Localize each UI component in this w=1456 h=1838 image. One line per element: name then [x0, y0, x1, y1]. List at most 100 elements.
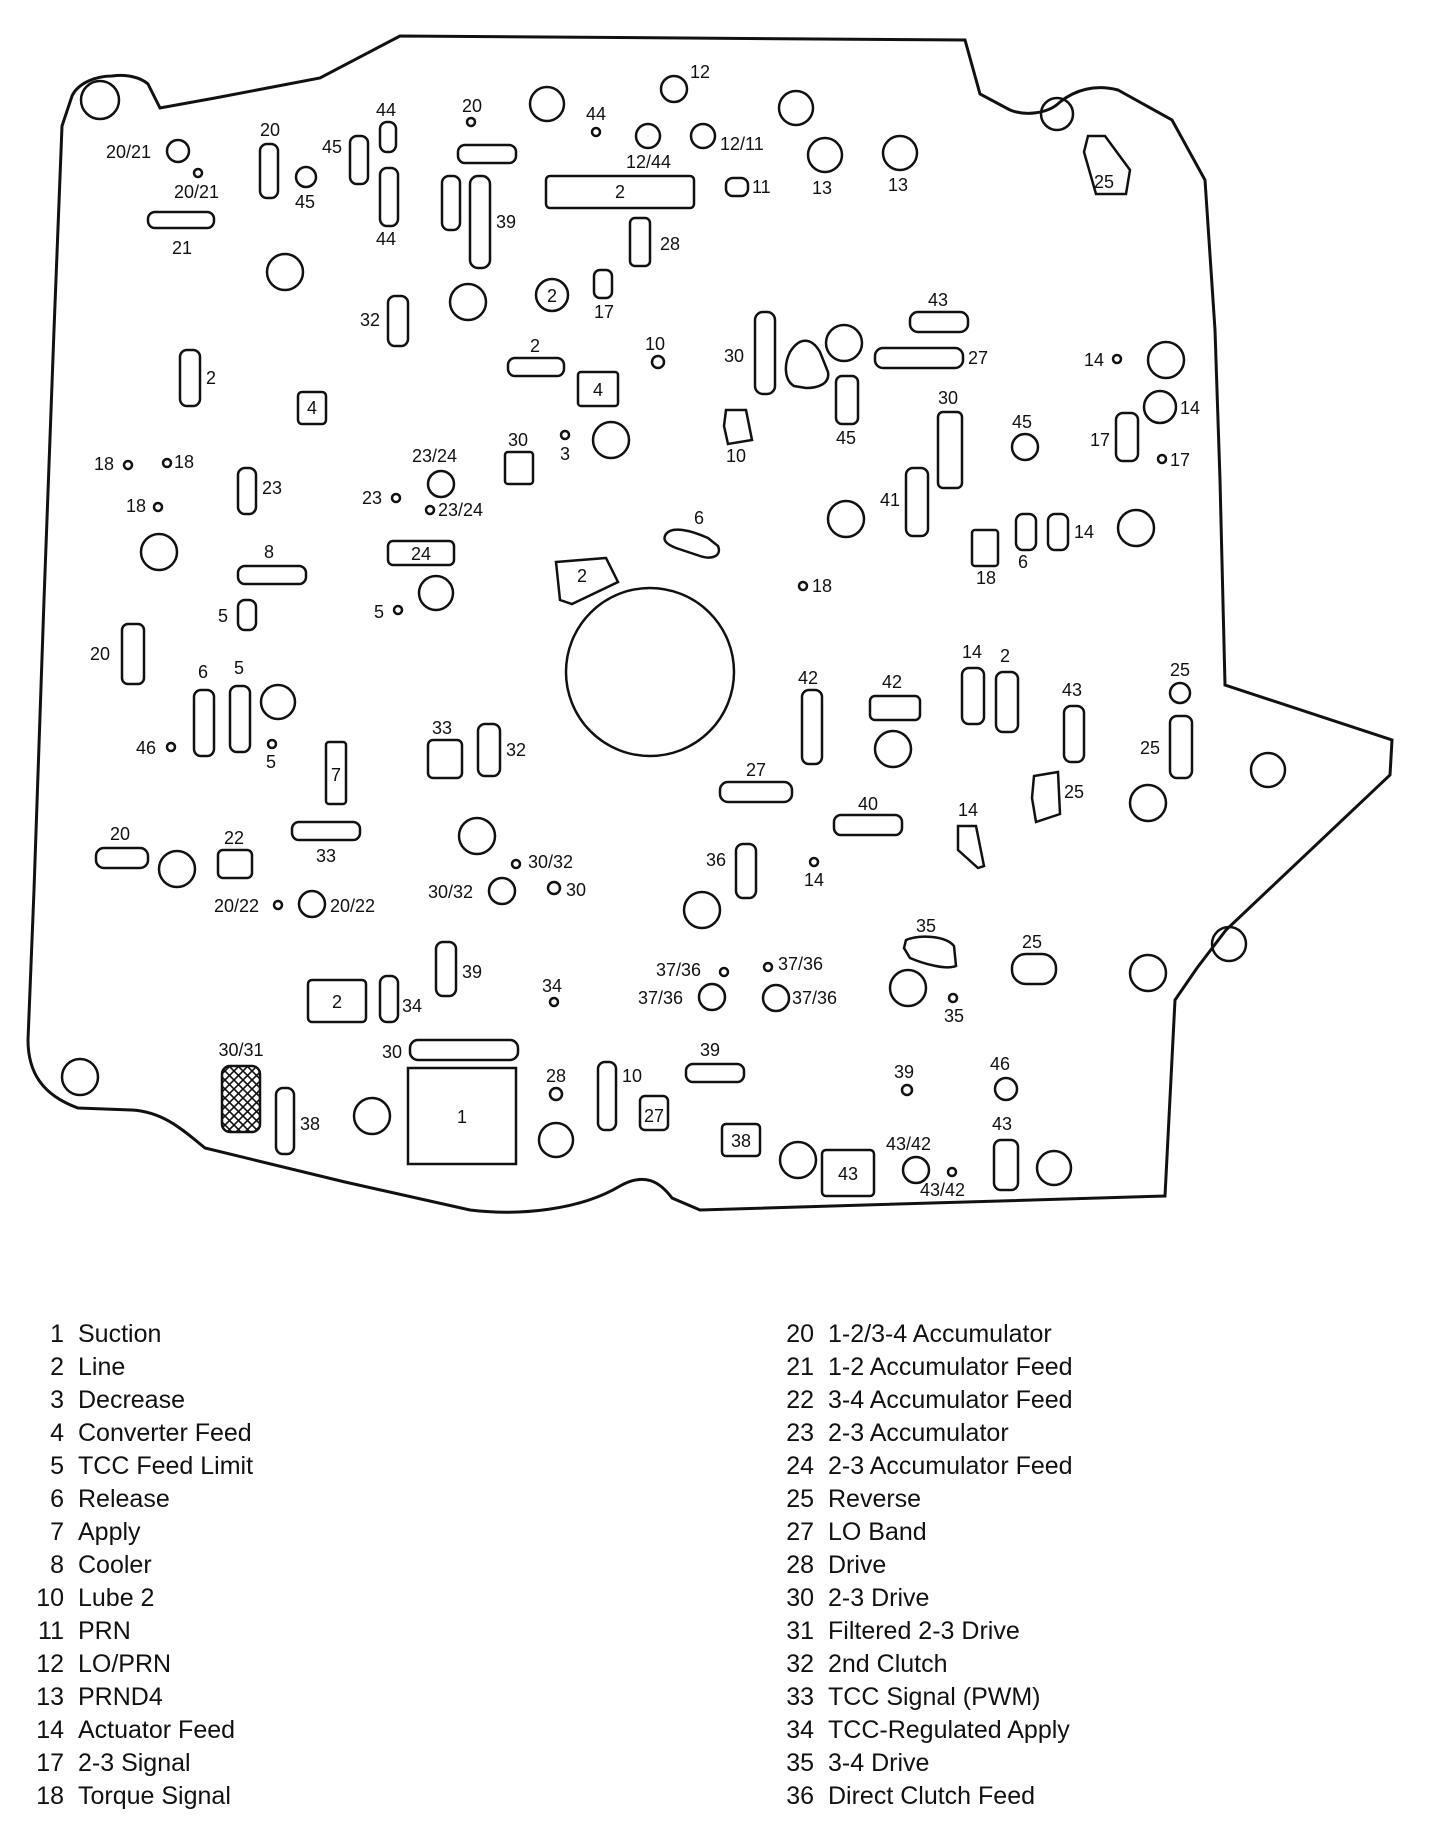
- port-14-right: [1142, 389, 1178, 425]
- port-12: [659, 74, 689, 104]
- legend-number: 34: [786, 1716, 814, 1744]
- port-25-small: [1168, 681, 1192, 705]
- slot-2-long: [544, 174, 696, 210]
- slot-6-left: [192, 688, 216, 758]
- port-45-right: [1010, 432, 1040, 462]
- legend-number: 7: [50, 1518, 64, 1546]
- legend-number: 24: [786, 1452, 814, 1480]
- port-14-small-top: [1111, 353, 1123, 365]
- port-large-q: [873, 729, 913, 769]
- bolt-hole-top-left: [79, 79, 121, 121]
- label-20-b: 20: [462, 96, 482, 116]
- legend-number: 10: [36, 1584, 64, 1612]
- label-37-36-c: 37/36: [638, 988, 683, 1008]
- label-12: 12: [690, 62, 710, 82]
- port-large-v: [888, 968, 928, 1008]
- label-34-a: 34: [402, 996, 422, 1016]
- port-large-e: [417, 574, 455, 612]
- label-30-right: 30: [938, 388, 958, 408]
- legend-label: Drive: [828, 1551, 887, 1579]
- label-39-top: 39: [496, 212, 516, 232]
- port-18-small-a: [122, 459, 134, 471]
- port-large-r: [1128, 783, 1168, 823]
- legend-label: Apply: [78, 1518, 141, 1546]
- label-14-small: 14: [804, 870, 824, 890]
- label-25-irregular: 25: [1064, 782, 1084, 802]
- port-23-small: [390, 492, 402, 504]
- legend-number: 18: [36, 1782, 64, 1810]
- port-23-24-small: [424, 504, 436, 516]
- port-18-small-c: [152, 501, 164, 513]
- bolt-hole-right: [1249, 751, 1287, 789]
- label-35-a: 35: [916, 916, 936, 936]
- legend-label: Cooler: [78, 1551, 152, 1579]
- port-30-32: [487, 876, 517, 906]
- legend-label: Lube 2: [78, 1584, 155, 1612]
- label-39-right: 39: [894, 1062, 914, 1082]
- legend-label: Actuator Feed: [78, 1716, 236, 1744]
- port-37-36-small-right: [762, 961, 774, 973]
- label-23-24-b: 23/24: [438, 500, 483, 520]
- legend-number: 28: [786, 1551, 814, 1579]
- slot-11: [724, 176, 750, 198]
- label-37-36-b: 37/36: [778, 954, 823, 974]
- slot-14-tall: [960, 666, 986, 726]
- legend-number: 33: [786, 1683, 814, 1711]
- port-large-f: [777, 89, 815, 127]
- label-30-32-a: 30/32: [528, 852, 573, 872]
- port-30-mid: [546, 880, 562, 896]
- port-37-36-left: [697, 982, 727, 1012]
- slot-25-right: [1168, 714, 1194, 780]
- slot-44-upper: [378, 120, 398, 154]
- label-2-left: 2: [206, 368, 216, 388]
- legend-number: 1: [50, 1320, 64, 1348]
- slot-39-long: [468, 174, 492, 270]
- port-large-m: [157, 849, 197, 889]
- label-30-mid: 30: [508, 430, 528, 450]
- box-24: [386, 539, 456, 567]
- label-4-mid: 4: [593, 380, 603, 400]
- port-46: [993, 1076, 1019, 1102]
- port-large-n: [457, 816, 497, 856]
- slot-30-right: [936, 410, 964, 490]
- label-28-top: 28: [660, 234, 680, 254]
- label-45-right: 45: [1012, 412, 1032, 432]
- port-20-top-small: [465, 116, 477, 128]
- label-46-right: 46: [990, 1054, 1010, 1074]
- label-27-lower: 27: [644, 1106, 664, 1126]
- slot-38-left: [274, 1086, 296, 1156]
- legend-number: 13: [36, 1683, 64, 1711]
- slot-41: [904, 466, 930, 538]
- slot-27-top: [873, 346, 965, 370]
- box-4-left: [296, 390, 328, 426]
- slot-6-right: [1014, 512, 1038, 552]
- label-25-small: 25: [1170, 660, 1190, 680]
- label-20-bottom-left: 20: [110, 824, 130, 844]
- port-large-s: [682, 890, 722, 930]
- label-28-lower: 28: [546, 1066, 566, 1086]
- port-39-small: [900, 1083, 914, 1097]
- label-38-lower: 38: [731, 1131, 751, 1151]
- label-10-lower: 10: [622, 1066, 642, 1086]
- label-30-32-b: 30/32: [428, 882, 473, 902]
- slot-40: [832, 813, 904, 837]
- label-17-top: 17: [594, 302, 614, 322]
- legend-label: 2-3 Accumulator Feed: [828, 1452, 1073, 1480]
- label-14-mid: 14: [1074, 522, 1094, 542]
- label-38-left: 38: [300, 1114, 320, 1134]
- legend-number: 23: [786, 1419, 814, 1447]
- port-3-small: [559, 429, 571, 441]
- label-10-top: 10: [645, 334, 665, 354]
- slot-20-bottom-left: [94, 846, 150, 870]
- legend-label: Line: [78, 1353, 126, 1381]
- slot-21: [146, 210, 216, 230]
- port-18-small-mid: [797, 580, 809, 592]
- label-2-irregular: 2: [577, 566, 587, 586]
- port-large-t: [1210, 925, 1248, 963]
- port-large-u: [1128, 953, 1168, 993]
- slot-25-lower: [1010, 952, 1058, 986]
- label-23-24-a: 23/24: [412, 446, 457, 466]
- port-12-44: [634, 122, 662, 150]
- port-20-21: [165, 138, 191, 164]
- port-34-small: [548, 996, 560, 1008]
